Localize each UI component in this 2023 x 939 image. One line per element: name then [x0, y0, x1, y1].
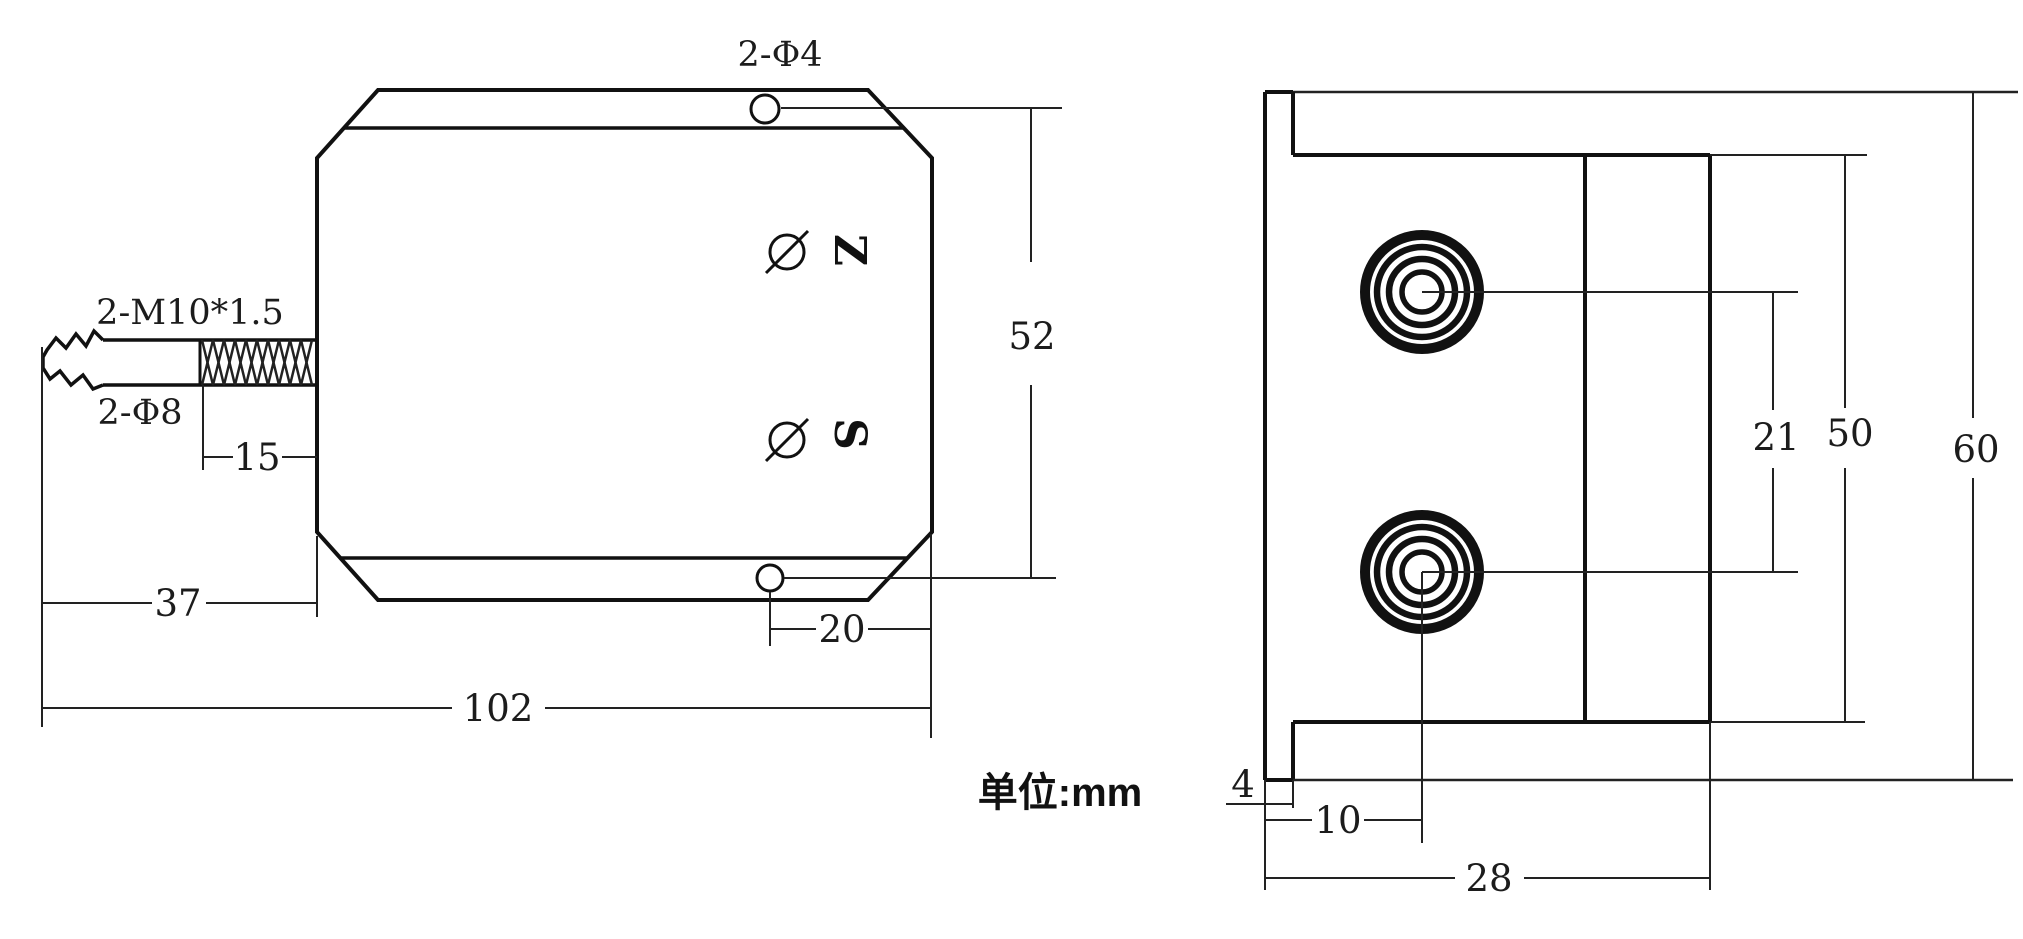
- terminal-label-z: Z: [824, 234, 875, 266]
- label-top-holes: 2-Φ4: [737, 35, 822, 75]
- dim-hole-inset: 20: [818, 608, 865, 651]
- side-dimensions: 21 50 60 4 10 28: [1226, 92, 2000, 900]
- threaded-stud: [41, 328, 317, 392]
- label-stud-tip: 2-Φ8: [97, 393, 182, 433]
- screw-terminal-z-icon: [764, 229, 810, 275]
- dim-hole-pitch: 52: [1008, 315, 1055, 358]
- mounting-hole-top: [749, 93, 781, 125]
- screw-terminal-s-icon: [764, 417, 810, 463]
- mounting-hole-bottom: [755, 563, 785, 593]
- front-view: Z S 52 15: [41, 35, 1062, 738]
- unit-note: 单位:mm: [978, 771, 1142, 815]
- dim-thread-length: 15: [233, 436, 280, 479]
- dim-total-length: 102: [463, 687, 534, 730]
- dim-body-height: 50: [1826, 412, 1873, 455]
- dim-plate-thickness: 4: [1231, 763, 1255, 806]
- label-stud-thread: 2-M10*1.5: [96, 293, 284, 333]
- dim-depth: 28: [1465, 857, 1512, 900]
- dim-connector-inset: 10: [1314, 799, 1361, 842]
- thread-hatch-2: [200, 339, 314, 386]
- dim-total-height: 60: [1952, 428, 1999, 471]
- thread-hatch: [200, 339, 314, 386]
- body-outline: [315, 88, 934, 602]
- dim-stud-length: 37: [154, 582, 201, 625]
- stud-break-tip: [41, 328, 105, 392]
- dim-connector-pitch: 21: [1752, 416, 1799, 459]
- front-dimensions: 52 15 37 20 102: [41, 107, 1062, 738]
- side-view: 21 50 60 4 10 28: [1226, 90, 2018, 900]
- terminal-label-s: S: [824, 418, 875, 450]
